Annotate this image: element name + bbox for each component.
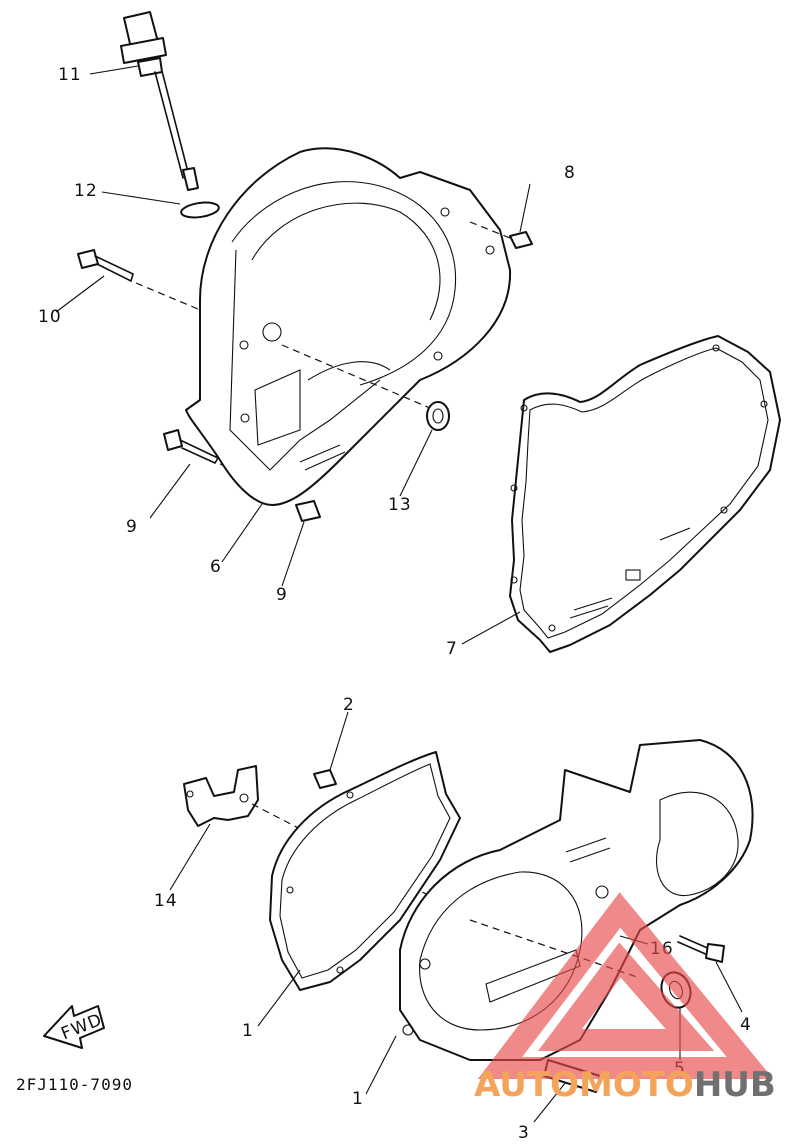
drawing-code: 2FJ110-7090 [16,1075,133,1094]
crankcase-gasket [509,335,781,653]
o-ring [180,201,220,219]
callout-3: 2 [343,695,355,715]
svg-text:AUTOMOTOHUB: AUTOMOTOHUB [474,1065,776,1105]
oil-filler-plug-dipstick [120,11,199,191]
callout-9-bottom: 9 [276,585,288,605]
callout-1: 1 [352,1089,364,1109]
callout-10: 9 [126,517,138,537]
oil-seal [426,401,450,431]
callout-11: 10 [38,307,62,327]
callout-labels: 11 12 10 9 6 9 13 8 7 2 14 1 1 3 4 5 16 [38,65,752,1143]
callout-12: 11 [58,65,82,85]
dowel-pin-bottom [295,500,321,522]
watermark-auto: AUTO [474,1065,579,1105]
dowel-pin-top [509,231,533,249]
callout-8: 7 [446,639,458,659]
callout-15: 14 [154,891,178,911]
dowel-pin-3 [313,769,337,789]
watermark-hub: HUB [694,1065,776,1105]
automotohub-watermark: AUTOMOTOHUB [474,892,776,1105]
callout-4: 3 [518,1123,530,1143]
forward-direction-arrow: FWD [43,1005,106,1049]
bolt-5 [677,935,725,963]
callout-13: 12 [74,181,98,201]
callout-7: 6 [210,557,222,577]
watermark-moto: MOTO [579,1065,694,1105]
callout-2: 1 [242,1021,254,1041]
crankcase-cover [185,147,512,506]
callout-9-top: 8 [564,163,576,183]
cover-gasket [269,751,461,991]
bolt-11 [77,249,206,313]
callout-5: 4 [740,1015,752,1035]
callout-14: 13 [388,495,412,515]
